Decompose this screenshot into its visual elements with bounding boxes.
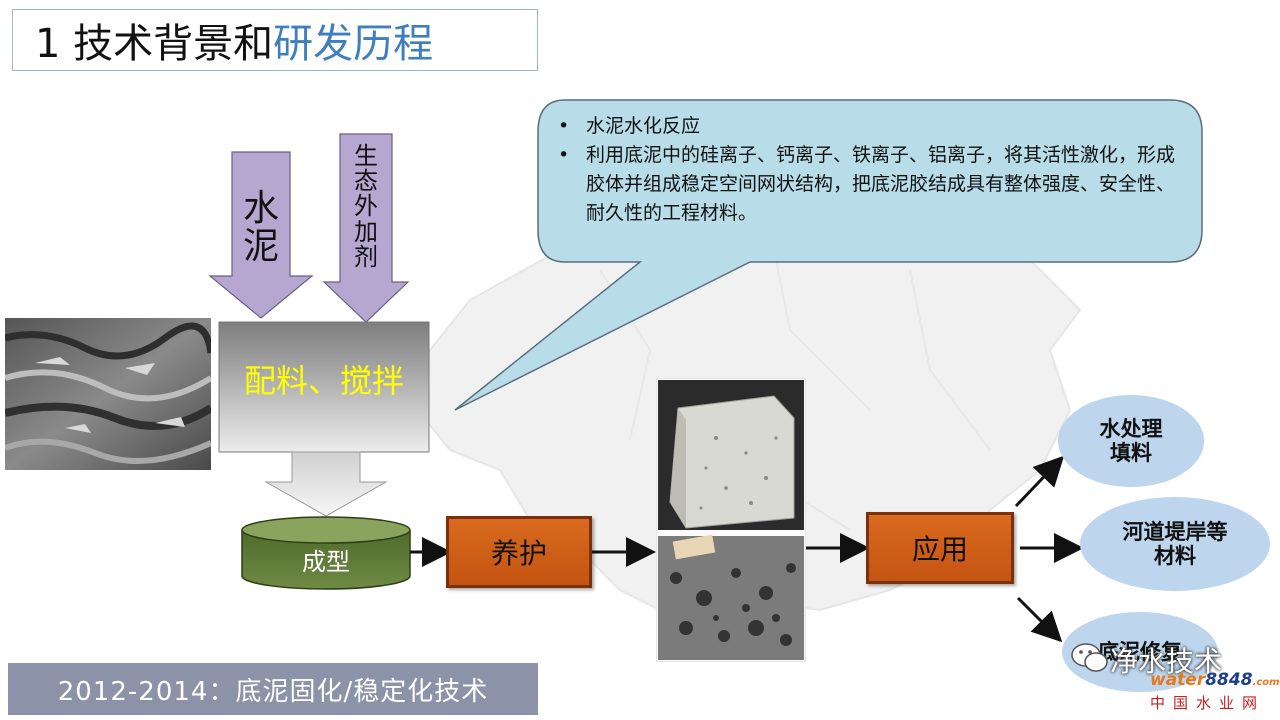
additive-arrow — [322, 133, 410, 323]
curing-box: 养护 — [446, 516, 592, 588]
callout-item: 水泥水化反应 — [552, 112, 1192, 141]
mixing-box — [218, 321, 430, 453]
title-accent: 研发历程 — [273, 21, 434, 67]
cement-arrow — [208, 151, 314, 319]
additive-arrow-label: 生 态 外 加 剂 — [354, 142, 378, 271]
wechat-icon — [1071, 643, 1108, 672]
down-arrow — [264, 451, 388, 517]
footer-banner: 2012-2014：底泥固化/稳定化技术 — [8, 663, 538, 715]
arrow-apply-to-app3 — [1016, 596, 1063, 643]
forming-label: 成型 — [302, 548, 350, 576]
application-oval-riverbank: 河道堤岸等材料 — [1080, 497, 1270, 591]
wechat-account-label: 净水技术 — [1110, 645, 1223, 678]
product-photo — [656, 378, 806, 662]
forming-cylinder — [241, 516, 411, 590]
site-name: 中国水业网 — [1150, 694, 1266, 712]
callout-text: 水泥水化反应 利用底泥中的硅离子、钙离子、铁离子、铝离子，将其活性激化，形成胶体… — [552, 112, 1192, 228]
sludge-photo — [5, 318, 211, 470]
page-title: 1 技术背景和研发历程 — [12, 9, 538, 71]
cement-arrow-label: 水 泥 — [242, 188, 279, 267]
title-prefix: 1 技术背景和 — [35, 21, 274, 67]
application-box: 应用 — [866, 512, 1014, 584]
application-oval-water-treatment: 水处理填料 — [1058, 395, 1204, 487]
callout-item: 利用底泥中的硅离子、钙离子、铁离子、铝离子，将其活性激化，形成胶体并组成稳定空间… — [552, 141, 1192, 228]
site-logo: water8848.com — [1150, 670, 1280, 690]
arrow-apply-to-app1 — [1014, 455, 1065, 508]
mixing-label: 配料、搅拌 — [243, 362, 404, 400]
